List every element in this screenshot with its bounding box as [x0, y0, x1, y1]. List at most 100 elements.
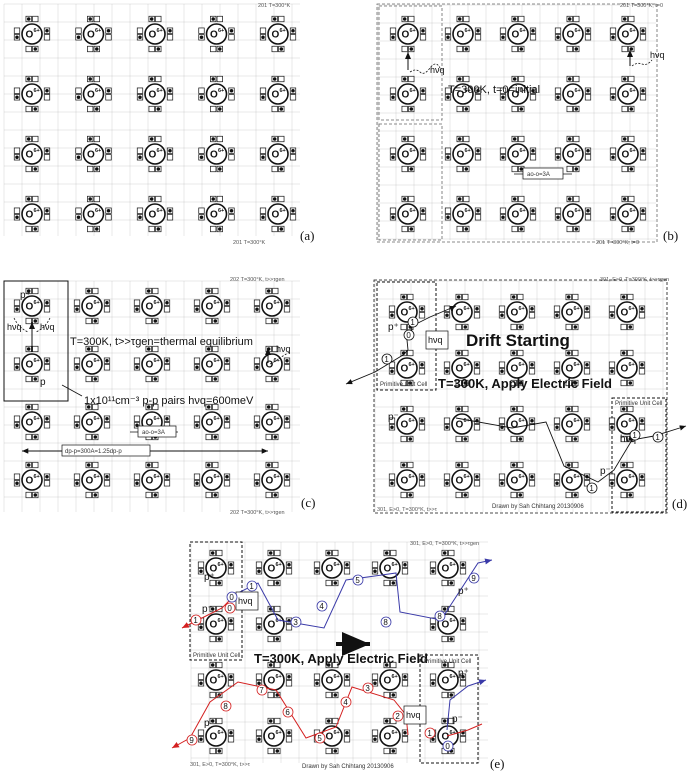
ion-core — [437, 557, 459, 579]
ion-charge: 6+ — [409, 306, 415, 312]
spacing-label-box — [522, 167, 564, 180]
electron-site-empty — [462, 405, 469, 413]
electron-site-empty — [499, 27, 507, 34]
ion-core — [321, 557, 343, 579]
ion-symbol: O — [266, 302, 274, 313]
primitive-cell-box — [378, 5, 443, 121]
electron-site-empty — [407, 349, 414, 357]
electron-site-filled — [498, 368, 506, 375]
electron-site-empty — [255, 617, 263, 624]
electron-site-empty — [388, 417, 396, 424]
panel-c-title: T=300K, t>>τgen=thermal equilibrium — [70, 336, 253, 348]
electron-site-filled — [152, 491, 159, 499]
electron-site-filled — [13, 480, 21, 487]
electron-site-empty — [13, 473, 21, 480]
photon-box — [235, 591, 259, 611]
electron-site-filled — [400, 405, 407, 413]
electron-site-filled — [210, 15, 217, 23]
electron-site-empty — [255, 561, 263, 568]
electron-site-empty — [343, 568, 351, 575]
ion-symbol: O — [86, 360, 94, 371]
electron-site-filled — [621, 195, 628, 203]
credit: Drawn by Sah Chihtang 20130906 — [492, 504, 584, 510]
electron-site-filled — [419, 207, 427, 214]
electron-site-filled — [388, 368, 396, 375]
electron-site-filled — [418, 417, 426, 424]
electron-site-filled — [73, 480, 81, 487]
electron-site-filled — [528, 305, 536, 312]
electron-site-empty — [253, 473, 261, 480]
electron-site-filled — [193, 364, 201, 371]
ion-core — [506, 301, 528, 323]
electron-site-filled — [148, 195, 155, 203]
electron-site-empty — [13, 147, 21, 154]
electron-site-empty — [343, 736, 351, 743]
electron-site-empty — [265, 317, 272, 325]
ion-charge: 6+ — [409, 362, 415, 368]
electron-site-filled — [572, 323, 579, 331]
electron-site-filled — [639, 207, 647, 214]
electron-site-empty — [13, 27, 21, 34]
electron-site-empty — [85, 317, 92, 325]
electron-site-filled — [554, 34, 562, 41]
electron-site-filled — [418, 305, 426, 312]
panel-b-caption: (b) — [663, 228, 678, 243]
ion-charge: 6+ — [157, 28, 163, 34]
electron-site-filled — [408, 105, 415, 113]
svg-text:4: 4 — [343, 698, 348, 707]
ion-core — [267, 23, 289, 45]
electron-site-filled — [25, 135, 32, 143]
electron-site-empty — [528, 312, 536, 319]
ion-symbol: O — [26, 302, 34, 313]
electron-site-filled — [148, 15, 155, 23]
electron-site-filled — [566, 195, 573, 203]
electron-site-empty — [390, 549, 397, 557]
svg-text:0: 0 — [445, 742, 450, 751]
electron-site-empty — [639, 94, 647, 101]
electron-site-filled — [609, 34, 617, 41]
ion-charge: 6+ — [519, 474, 525, 480]
ion-core — [81, 295, 103, 317]
ion-charge: 6+ — [280, 28, 286, 34]
ion-charge: 6+ — [157, 148, 163, 154]
electron-site-filled — [511, 195, 518, 203]
electron-site-filled — [627, 323, 634, 331]
ion-symbol: O — [512, 90, 520, 101]
ion-core — [267, 83, 289, 105]
electron-site-empty — [13, 415, 21, 422]
electron-site-filled — [227, 617, 235, 624]
electron-site-filled — [608, 368, 616, 375]
electron-site-empty — [155, 15, 162, 23]
svg-text:0: 0 — [229, 593, 234, 602]
ion-core — [617, 143, 639, 165]
electron-site-empty — [265, 433, 272, 441]
ion-symbol: O — [566, 308, 574, 319]
panel-a-corner-top: 201 T=300°K — [258, 3, 291, 9]
electron-site-filled — [212, 433, 219, 441]
electron-site-empty — [583, 312, 591, 319]
electron-site-filled — [75, 214, 82, 221]
electron-site-filled — [429, 568, 437, 575]
electron-site-empty — [228, 34, 235, 41]
ion-core — [321, 669, 343, 691]
ion-core — [561, 357, 583, 379]
electron-site-filled — [572, 435, 579, 443]
carrier-label: p⁻ — [388, 412, 399, 423]
carrier-label: p⁺ — [388, 322, 399, 333]
electron-site-filled — [400, 293, 407, 301]
electron-site-filled — [278, 45, 285, 53]
electron-site-filled — [259, 154, 267, 161]
electron-site-empty — [267, 579, 274, 587]
electron-site-empty — [408, 15, 415, 23]
electron-site-empty — [459, 736, 467, 743]
ion-charge: 6+ — [218, 674, 224, 680]
